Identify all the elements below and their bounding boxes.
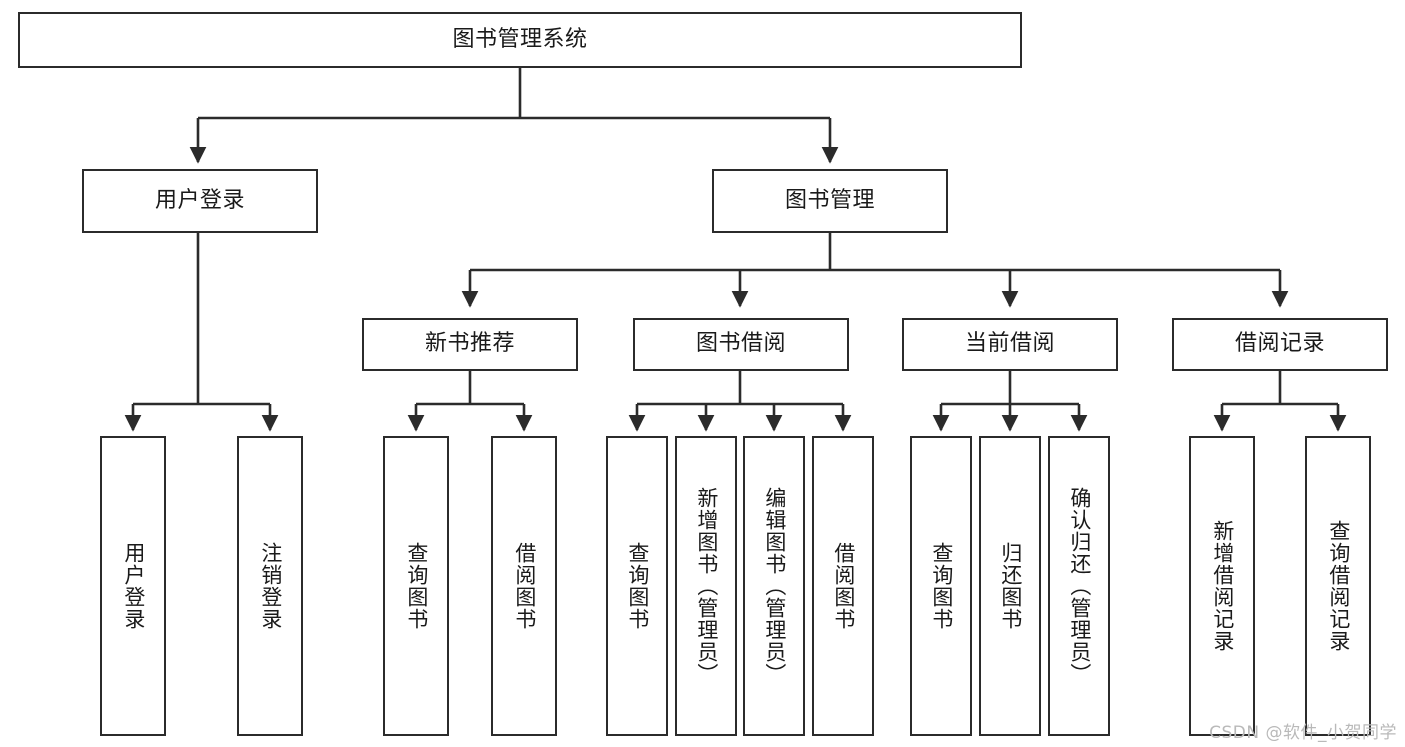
leaf-current-borrow-1[interactable]: 归还图书 — [979, 436, 1041, 736]
node-root[interactable]: 图书管理系统 — [18, 12, 1022, 68]
leaf-book-borrow-0[interactable]: 查询图书 — [606, 436, 668, 736]
leaf-book-borrow-1-label: 新增图书（管理员） — [694, 487, 719, 685]
leaf-user-login-1[interactable]: 注销登录 — [237, 436, 303, 736]
node-book-borrow[interactable]: 图书借阅 — [633, 318, 849, 371]
leaf-borrow-record-0[interactable]: 新增借阅记录 — [1189, 436, 1255, 736]
leaf-current-borrow-1-label: 归还图书 — [998, 542, 1023, 630]
node-root-label: 图书管理系统 — [452, 26, 588, 52]
leaf-borrow-record-1[interactable]: 查询借阅记录 — [1305, 436, 1371, 736]
node-new-book-recommend-label: 新书推荐 — [424, 331, 515, 357]
node-new-book-recommend[interactable]: 新书推荐 — [362, 318, 578, 371]
leaf-user-login-0[interactable]: 用户登录 — [100, 436, 166, 736]
leaf-user-login-0-label: 用户登录 — [121, 542, 146, 630]
leaf-new-book-0[interactable]: 查询图书 — [383, 436, 449, 736]
leaf-book-borrow-2[interactable]: 编辑图书（管理员） — [743, 436, 805, 736]
node-borrow-record-label: 借阅记录 — [1234, 331, 1325, 357]
leaf-current-borrow-0[interactable]: 查询图书 — [910, 436, 972, 736]
node-current-borrow-label: 当前借阅 — [964, 331, 1055, 357]
leaf-new-book-1[interactable]: 借阅图书 — [491, 436, 557, 736]
leaf-current-borrow-0-label: 查询图书 — [929, 542, 954, 630]
node-book-borrow-label: 图书借阅 — [695, 331, 786, 357]
leaf-book-borrow-3-label: 借阅图书 — [831, 542, 856, 630]
leaf-book-borrow-0-label: 查询图书 — [625, 542, 650, 630]
leaf-new-book-1-label: 借阅图书 — [512, 542, 537, 630]
leaf-book-borrow-3[interactable]: 借阅图书 — [812, 436, 874, 736]
node-user-login-label: 用户登录 — [154, 187, 245, 213]
node-book-manage[interactable]: 图书管理 — [712, 169, 948, 233]
leaf-book-borrow-2-label: 编辑图书（管理员） — [762, 487, 787, 685]
leaf-new-book-0-label: 查询图书 — [404, 542, 429, 630]
node-book-manage-label: 图书管理 — [784, 187, 875, 213]
node-borrow-record[interactable]: 借阅记录 — [1172, 318, 1388, 371]
leaf-book-borrow-1[interactable]: 新增图书（管理员） — [675, 436, 737, 736]
leaf-borrow-record-1-label: 查询借阅记录 — [1326, 520, 1351, 652]
node-current-borrow[interactable]: 当前借阅 — [902, 318, 1118, 371]
leaf-user-login-1-label: 注销登录 — [258, 542, 283, 630]
leaf-current-borrow-2[interactable]: 确认归还（管理员） — [1048, 436, 1110, 736]
leaf-borrow-record-0-label: 新增借阅记录 — [1210, 520, 1235, 652]
node-user-login[interactable]: 用户登录 — [82, 169, 318, 233]
leaf-current-borrow-2-label: 确认归还（管理员） — [1067, 487, 1092, 685]
